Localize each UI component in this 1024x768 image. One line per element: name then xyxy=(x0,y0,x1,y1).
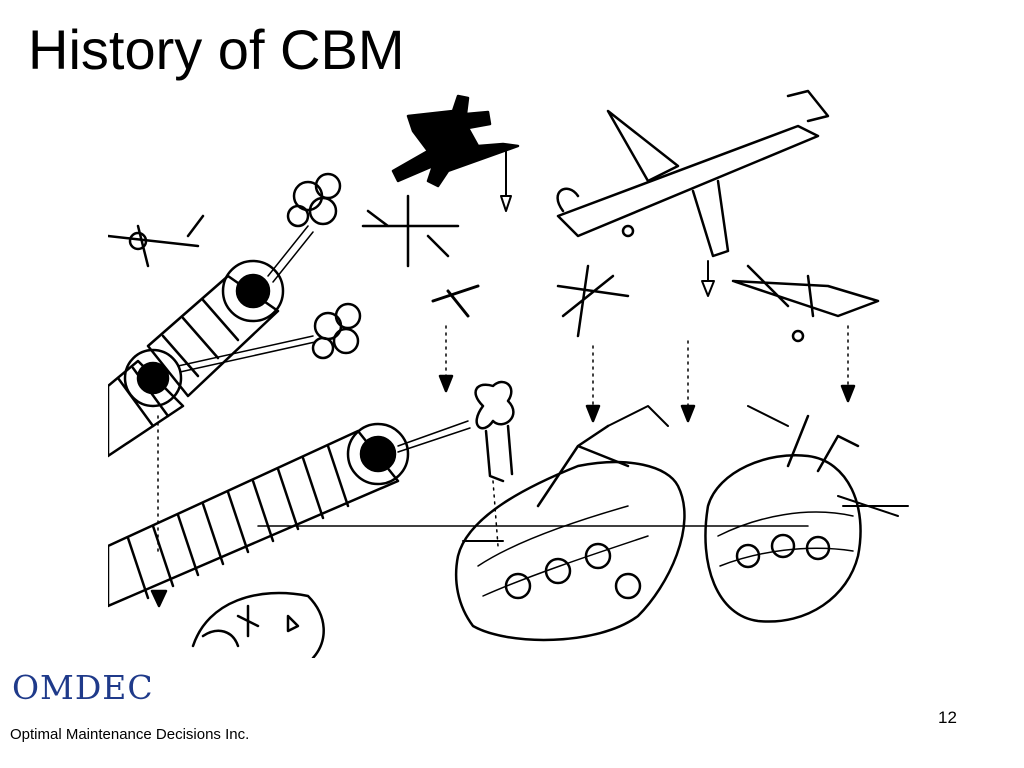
soldier-helmet xyxy=(191,591,325,658)
cannon-barrel-middle xyxy=(108,348,185,458)
slide-title: History of CBM xyxy=(28,18,405,81)
jet-airplane-large xyxy=(556,89,830,258)
war-cartoon-illustration xyxy=(108,86,918,658)
explosion-puff-2 xyxy=(311,302,362,360)
explosion-puff-3 xyxy=(474,380,515,483)
black-bomber-plane xyxy=(391,94,520,188)
plane-left-edge xyxy=(108,214,205,268)
cartoon-drawing xyxy=(108,89,909,658)
tank-left xyxy=(454,405,686,642)
page-number: 12 xyxy=(938,708,957,727)
explosion-puff-1 xyxy=(286,172,342,228)
cannon-barrel-large xyxy=(108,422,410,608)
crossed-plane-1 xyxy=(556,264,630,338)
company-name: Optimal Maintenance Decisions Inc. xyxy=(10,726,250,743)
omdec-logo: OMDEC xyxy=(12,668,154,707)
tank-right xyxy=(704,414,909,623)
propeller-plane-center xyxy=(361,194,480,318)
cannon-barrel-upper xyxy=(146,259,285,398)
plane-right-middle xyxy=(731,264,880,343)
